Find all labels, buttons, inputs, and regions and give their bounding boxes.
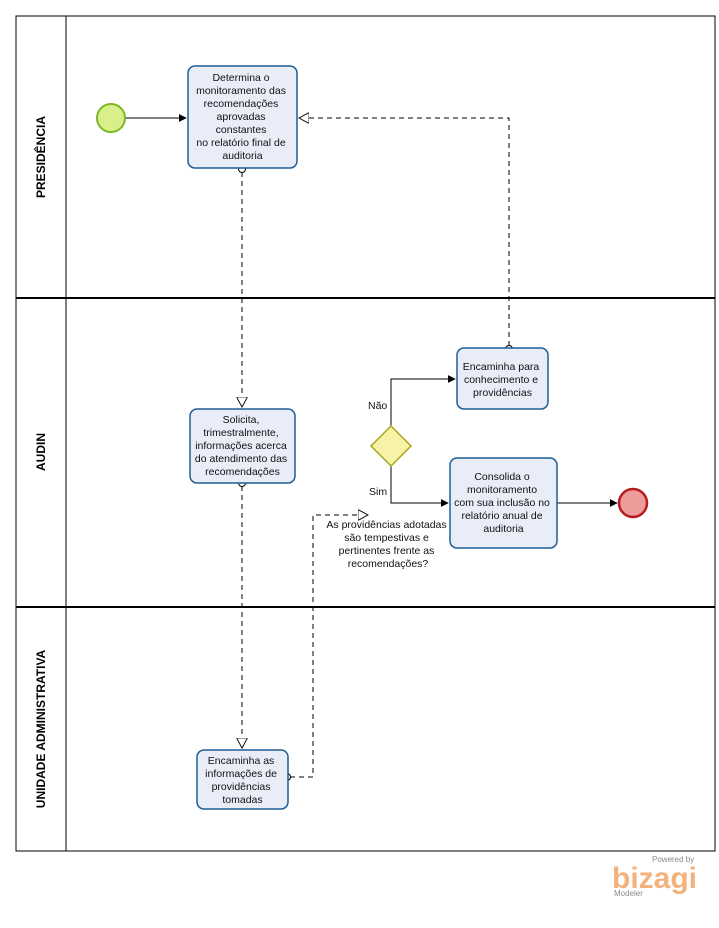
task-encaminha-informacoes-line: providências (212, 781, 271, 793)
task-solicita-line: trimestralmente, (203, 427, 278, 439)
task-solicita-line: do atendimento das (195, 453, 287, 465)
svg-text:Solicita, trimestralment: Solicita, trimestralmente, informações a… (195, 414, 290, 478)
gateway-no-label: Não (368, 400, 387, 412)
task-solicita-line: Solicita, (223, 414, 260, 426)
end-event[interactable] (617, 487, 649, 519)
task-determina-line: recomendações (204, 98, 279, 110)
gateway-yes-label: Sim (369, 486, 387, 498)
task-consolida-line: auditoria (483, 523, 523, 535)
task-solicita-line: informações acerca (195, 440, 287, 452)
task-encaminha-providencias[interactable]: Encaminha para conhecimento e providênci… (456, 347, 549, 410)
svg-text:Encaminha para conhecime: Encaminha para conhecimento e providênci… (463, 361, 542, 399)
task-encaminha-informacoes-line: tomadas (222, 794, 262, 806)
pool (15, 15, 716, 852)
gateway-question-line: As providências adotadas (326, 519, 446, 531)
lane-label-presidencia: PRESIDÊNCIA (33, 116, 48, 198)
task-consolida-line: monitoramento (467, 484, 537, 496)
task-solicita-line: recomendações (205, 466, 280, 478)
lane-label-unidade-administrativa: UNIDADE ADMINISTRATIVA (34, 649, 48, 808)
message-flow-encaminha-presidencia (299, 118, 510, 346)
task-consolida-line: relatório anual de (461, 510, 542, 522)
task-encaminha-providencias-line: Encaminha para (463, 361, 540, 373)
task-determina-line: monitoramento das (196, 85, 286, 97)
task-determina-line: Determina o (212, 72, 269, 84)
task-determina-line: aprovadas (217, 111, 266, 123)
task-determina-line: no relatório final de (196, 137, 285, 149)
svg-text:Determina o monitorament: Determina o monitoramento das recomendaç… (196, 72, 289, 162)
sequence-flow-nao (390, 375, 456, 426)
task-encaminha-providencias-line: providências (473, 387, 532, 399)
gateway-question-line: pertinentes frente as (339, 545, 435, 557)
task-consolida-line: Consolida o (474, 471, 530, 483)
task-encaminha-informacoes-line: Encaminha as (208, 755, 275, 767)
message-flow-encaminha-gateway (290, 515, 368, 778)
task-encaminha-informacoes-line: informações de (205, 768, 277, 780)
gateway-question-line: recomendações? (348, 558, 429, 570)
gateway-question-line: são tempestivas e (344, 532, 429, 544)
brand-powered-by: Powered by (652, 855, 694, 864)
exclusive-gateway[interactable] (369, 424, 413, 468)
task-solicita[interactable]: Solicita, trimestralmente, informações a… (189, 408, 296, 484)
gateway-question: As providências adotadas são tempestivas… (326, 519, 449, 570)
svg-text:Consolida o monitorament: Consolida o monitoramento com sua inclus… (454, 471, 553, 535)
task-determina-line: constantes (216, 124, 267, 136)
task-encaminha-providencias-line: conhecimento e (464, 374, 538, 386)
brand-product: Modeler (614, 889, 643, 898)
brand-name: bizagi (612, 862, 697, 895)
start-event[interactable] (96, 103, 126, 133)
task-encaminha-informacoes[interactable]: Encaminha as informações de providências… (196, 749, 289, 810)
task-consolida[interactable]: Consolida o monitoramento com sua inclus… (449, 457, 558, 549)
bizagi-logo: Powered by bizagi Modeler (612, 855, 697, 898)
svg-text:Encaminha as informações: Encaminha as informações de providências… (205, 755, 280, 806)
task-consolida-line: com sua inclusão no (454, 497, 550, 509)
lane-label-audin: AUDIN (34, 433, 48, 471)
task-determina-line: auditoria (222, 150, 262, 162)
sequence-flow-sim (390, 466, 449, 507)
task-determina[interactable]: Determina o monitoramento das recomendaç… (187, 65, 298, 169)
